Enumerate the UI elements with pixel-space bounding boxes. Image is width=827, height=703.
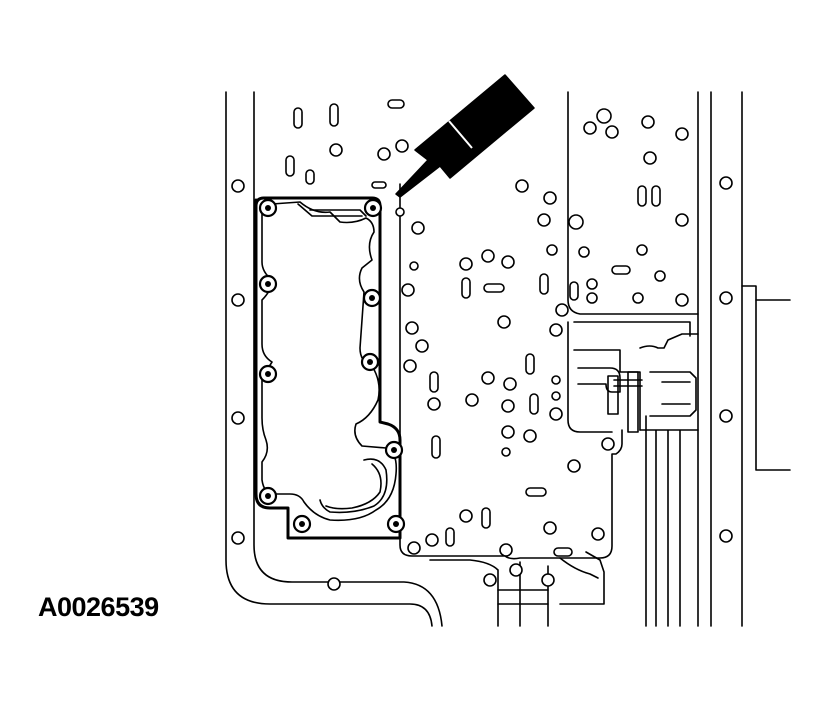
- figure-reference-code: A0026539: [38, 592, 159, 622]
- bolt-icon: [384, 440, 404, 460]
- bolt-icon: [363, 198, 383, 218]
- bolt-icon: [258, 486, 278, 506]
- bolt-icon: [386, 514, 406, 534]
- bolt-icon: [258, 364, 278, 384]
- linkage-detail: [573, 333, 699, 627]
- bolt-icon: [360, 352, 380, 372]
- bolt-icon: [258, 198, 278, 218]
- cover-plate-bolts: [258, 198, 406, 534]
- bolt-icon: [362, 288, 382, 308]
- bolt-icon: [258, 274, 278, 294]
- valve-body-holes: [231, 99, 733, 591]
- valve-body-plate: [399, 91, 699, 627]
- transmission-case-outline: [225, 91, 791, 627]
- cover-plate: [254, 196, 402, 540]
- arrow-icon: [395, 74, 535, 198]
- bolt-icon: [292, 514, 312, 534]
